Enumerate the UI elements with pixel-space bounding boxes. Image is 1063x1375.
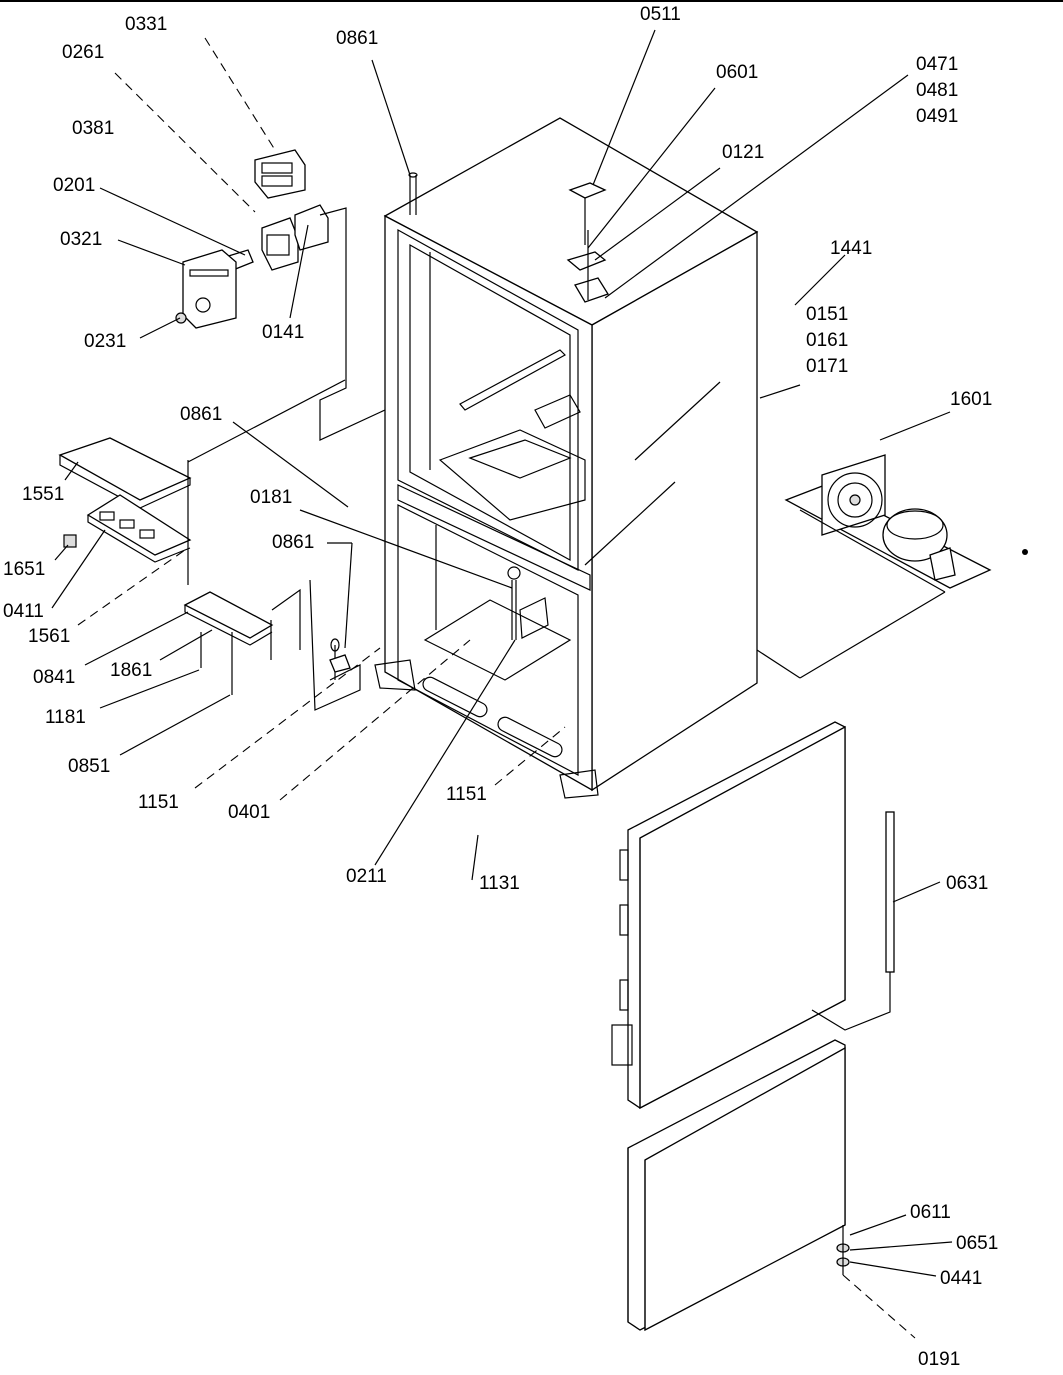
label-0411: 0411 xyxy=(3,601,44,622)
door-gasket xyxy=(811,811,895,1031)
label-0211: 0211 xyxy=(346,866,387,887)
label-0471: 0471 xyxy=(916,54,958,75)
hinge-pin-top xyxy=(408,172,418,215)
label-1151-right: 1151 xyxy=(446,784,487,805)
label-0611: 0611 xyxy=(910,1202,951,1223)
label-0851: 0851 xyxy=(68,756,110,777)
label-1441: 1441 xyxy=(830,238,872,259)
label-0181: 0181 xyxy=(250,487,292,508)
label-0121: 0121 xyxy=(722,142,764,163)
label-0231: 0231 xyxy=(84,331,126,352)
top-hinge-assembly xyxy=(566,182,609,303)
refrigerator-cabinet xyxy=(374,117,759,799)
label-1861: 1861 xyxy=(110,660,152,681)
label-0171: 0171 xyxy=(806,356,848,377)
label-0401: 0401 xyxy=(228,802,270,823)
label-0861-mid: 0861 xyxy=(180,404,222,425)
evaporator-cover-parts xyxy=(58,379,346,695)
label-0201: 0201 xyxy=(53,175,95,196)
compressor-assembly xyxy=(784,454,1028,593)
label-0601: 0601 xyxy=(716,62,758,83)
label-0481: 0481 xyxy=(916,80,958,101)
upper-door xyxy=(611,721,846,1110)
label-1181: 1181 xyxy=(45,707,86,728)
label-1151-left: 1151 xyxy=(138,792,179,813)
control-housing-assembly xyxy=(175,149,386,441)
label-1561: 1561 xyxy=(28,626,70,647)
label-0491: 0491 xyxy=(916,106,958,127)
label-0161: 0161 xyxy=(806,330,848,351)
label-1651: 1651 xyxy=(3,559,45,580)
label-0631: 0631 xyxy=(946,873,988,894)
label-1131: 1131 xyxy=(479,873,520,894)
label-0151: 0151 xyxy=(806,304,848,325)
label-0441: 0441 xyxy=(940,1268,982,1289)
label-0651: 0651 xyxy=(956,1233,998,1254)
label-0321: 0321 xyxy=(60,229,102,250)
callout-labels: 0331 0261 0381 0201 0321 0231 0141 0861 … xyxy=(3,4,998,1370)
label-0141: 0141 xyxy=(262,322,304,343)
label-0861-lower: 0861 xyxy=(272,532,314,553)
label-0861-top: 0861 xyxy=(336,28,378,49)
label-0511: 0511 xyxy=(640,4,681,25)
leader-lines xyxy=(51,29,953,1339)
label-0381: 0381 xyxy=(72,118,114,139)
label-1601: 1601 xyxy=(950,389,992,410)
label-0841: 0841 xyxy=(33,667,75,688)
lower-door xyxy=(627,1039,850,1332)
bottom-hinge-left xyxy=(309,579,361,711)
label-0191: 0191 xyxy=(918,1349,960,1370)
label-0261: 0261 xyxy=(62,42,104,63)
label-0331: 0331 xyxy=(125,14,167,35)
label-1551: 1551 xyxy=(22,484,64,505)
